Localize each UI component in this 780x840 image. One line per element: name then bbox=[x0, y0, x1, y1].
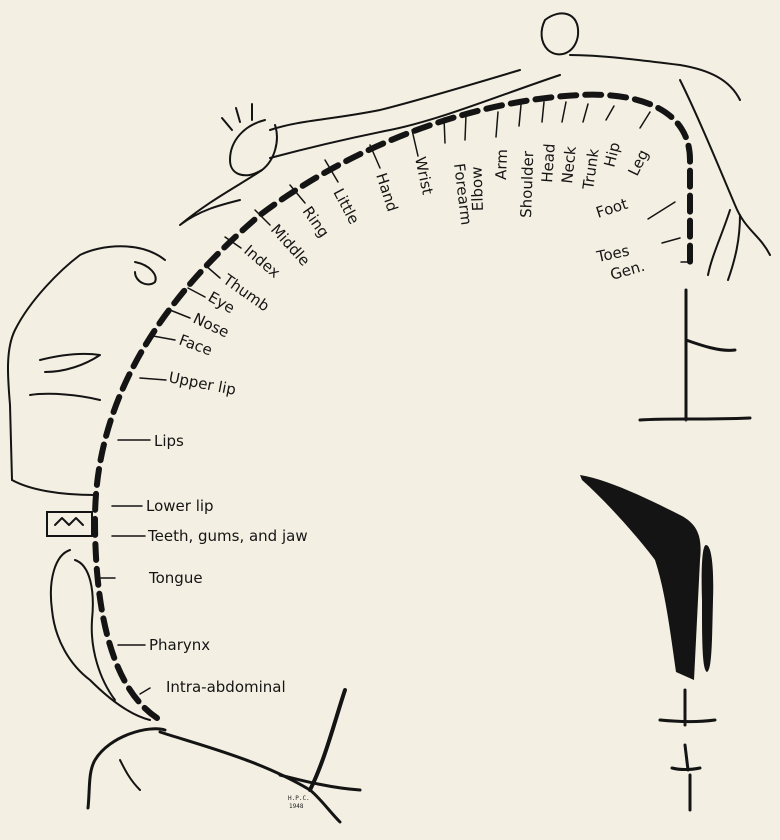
label-ring: Ring bbox=[299, 203, 333, 241]
label-arm: Arm bbox=[492, 149, 511, 180]
label-face: Face bbox=[177, 331, 215, 360]
label-foot: Foot bbox=[594, 195, 630, 222]
label-head: Head bbox=[538, 143, 559, 183]
label-leg: Leg bbox=[624, 147, 652, 179]
label-trunk: Trunk bbox=[579, 147, 603, 191]
label-pharynx: Pharynx bbox=[149, 636, 210, 654]
label-intra-abdominal: Intra-abdominal bbox=[166, 678, 286, 696]
jaw-tongue-sketch bbox=[47, 512, 150, 720]
label-shoulder: Shoulder bbox=[517, 150, 537, 218]
label-neck: Neck bbox=[558, 145, 580, 184]
label-little: Little bbox=[329, 185, 363, 227]
face-sketch bbox=[8, 246, 165, 495]
label-lower-lip: Lower lip bbox=[146, 497, 214, 515]
label-teeth-gums-jaw: Teeth, gums, and jaw bbox=[147, 527, 308, 545]
labels: Gen. Toes Foot Leg Hip Trunk Neck Head S… bbox=[146, 140, 652, 696]
label-hand: Hand bbox=[372, 171, 401, 214]
label-wrist: Wrist bbox=[411, 155, 437, 196]
signature-line-2: 1948 bbox=[289, 803, 304, 810]
label-index: Index bbox=[240, 241, 283, 281]
medial-section bbox=[580, 290, 750, 810]
label-hip: Hip bbox=[600, 140, 624, 169]
brain-section-outline bbox=[88, 690, 360, 822]
label-lips: Lips bbox=[154, 432, 184, 450]
homunculus-body-sketch bbox=[180, 13, 770, 280]
label-upper-lip: Upper lip bbox=[167, 368, 237, 399]
label-tongue: Tongue bbox=[148, 569, 203, 587]
signature-line-1: H.P.C. bbox=[288, 795, 310, 802]
